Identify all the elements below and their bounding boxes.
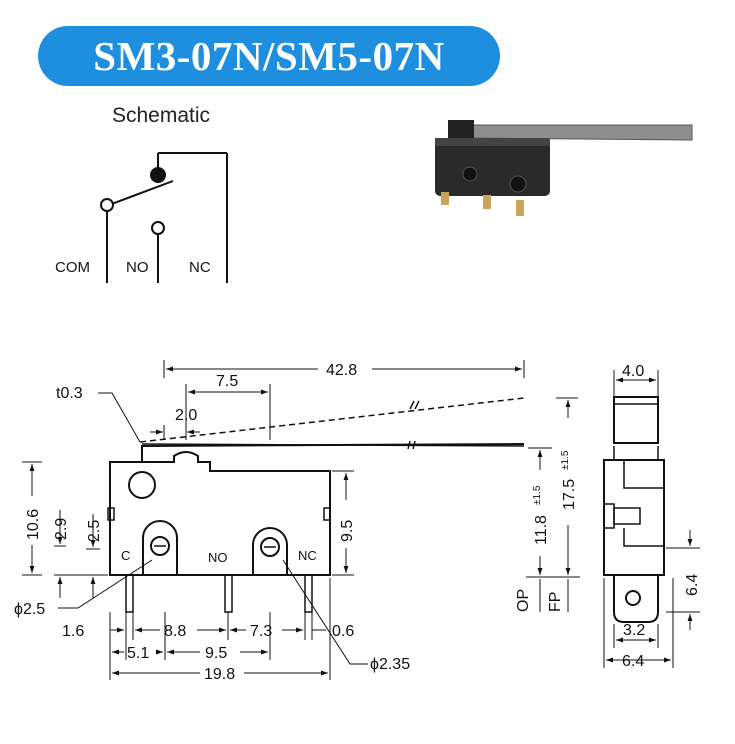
front-dimension-lines: [22, 360, 525, 680]
dim-9-5-bottom: 9.5: [205, 645, 227, 662]
side-terminal-width: 3.2: [623, 622, 645, 639]
dim-lever-offset: 2.0: [175, 407, 197, 424]
side-slot-left: [107, 507, 115, 521]
fp-height-dimension: 17.5 ±1.5: [560, 450, 578, 510]
op-label: OP: [515, 589, 532, 612]
dim-overall-length: 42.8: [326, 362, 357, 379]
op-tolerance: ±1.5: [532, 485, 543, 505]
dim-body-width: 19.8: [204, 666, 235, 683]
break-mark: [409, 400, 415, 410]
op-height-dimension: 11.8 ±1.5: [532, 485, 550, 545]
terminal-loop-nc: [252, 527, 288, 575]
pin-no: [483, 195, 491, 209]
side-view: [603, 396, 665, 623]
pin-nc: [516, 200, 524, 216]
dim-7-3: 7.3: [250, 623, 272, 640]
break-mark: [407, 440, 411, 450]
dim-0-6: 0.6: [332, 623, 354, 640]
lever-end-profile: [613, 396, 659, 444]
pin-label-c: C: [121, 548, 130, 563]
side-dimension-lines: [603, 370, 700, 668]
com-contact: [100, 198, 114, 212]
mount-hole-left: [462, 166, 478, 182]
hole-large-label: ϕ2.35: [370, 656, 410, 673]
pin-label-nc: NC: [298, 548, 317, 563]
front-view: [107, 397, 525, 613]
dim-8-8: 8.8: [164, 623, 186, 640]
title-badge: SM3-07N/SM5-07N: [38, 26, 500, 86]
height-dimension-lines: [526, 397, 580, 612]
thickness-label: t0.3: [56, 385, 83, 402]
terminal-label-no: NO: [126, 259, 149, 276]
pin-no-outline: [224, 574, 233, 613]
lever-line-lower: [141, 443, 525, 447]
dim-body-height: 10.6: [25, 509, 42, 540]
terminal-label-nc: NC: [189, 259, 211, 276]
hole-small-label: ϕ2.5: [14, 601, 45, 618]
terminal-loop-c: [142, 520, 178, 575]
dim-lever-pivot: 7.5: [216, 373, 238, 390]
side-terminal: [613, 575, 659, 623]
pin-c-outline: [125, 574, 134, 613]
side-detail: [623, 528, 664, 547]
moving-contact: [150, 167, 166, 183]
switch-blade: [108, 180, 174, 206]
side-slot-right: [323, 507, 331, 521]
schematic-diagram: [100, 152, 228, 283]
fp-value: 17.5: [561, 479, 578, 510]
dim-5-1: 5.1: [127, 645, 149, 662]
terminal-hole-c: [150, 536, 170, 556]
actuator-button: [128, 471, 156, 499]
switch-body: [435, 138, 550, 196]
dim-9-5-right: 9.5: [339, 520, 356, 542]
title: SM3-07N/SM5-07N: [93, 33, 445, 79]
schematic-heading: Schematic: [112, 104, 211, 127]
dim-1-6: 1.6: [62, 623, 84, 640]
lever-operated-position: [139, 397, 525, 443]
dim-2-5: 2.5: [86, 520, 103, 542]
side-top-width: 4.0: [622, 363, 644, 380]
product-photo: [435, 120, 693, 216]
pin-label-no: NO: [208, 550, 228, 565]
op-value: 11.8: [533, 515, 550, 545]
side-detail-box: [613, 507, 641, 525]
fp-tolerance: ±1.5: [560, 450, 571, 470]
side-ridge: [603, 503, 615, 529]
dim-2-9: 2.9: [53, 518, 70, 540]
lever-line: [141, 443, 525, 462]
fp-label: FP: [547, 592, 564, 612]
side-terminal-hole: [625, 590, 641, 606]
terminal-label-com: COM: [55, 259, 90, 276]
side-body: [603, 459, 665, 576]
pin-nc-outline: [304, 574, 313, 613]
pin-c: [441, 192, 449, 205]
lever-side-edges: [613, 446, 659, 460]
no-contact: [151, 221, 165, 235]
switch-outline: [109, 451, 331, 576]
break-mark: [412, 440, 416, 450]
break-mark: [414, 400, 420, 410]
lever-arm: [469, 124, 693, 141]
body-highlight: [435, 138, 550, 146]
mount-hole-right: [509, 175, 527, 193]
side-detail: [623, 460, 664, 489]
terminal-hole-nc: [260, 537, 280, 557]
side-base-width: 6.4: [622, 653, 644, 670]
side-terminal-height: 6.4: [684, 574, 701, 596]
